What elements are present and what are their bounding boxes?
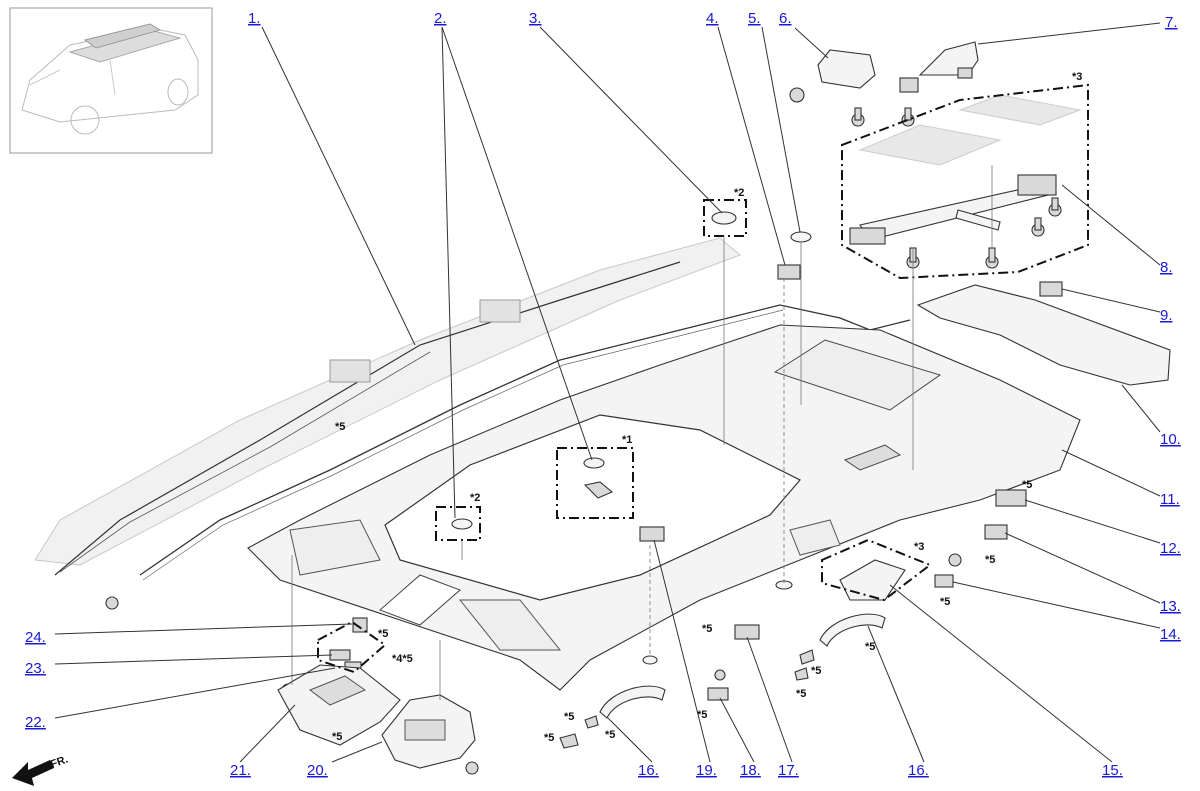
note-star-5-12: *5	[1022, 479, 1032, 491]
note-star-5-14: *5	[940, 596, 950, 608]
callout-7[interactable]: 7.	[1165, 14, 1178, 31]
callout-18[interactable]: 18.	[740, 762, 761, 779]
assist-grip-rear	[819, 613, 886, 647]
curtain-airbag-ghost	[34, 237, 741, 576]
callout-6[interactable]: 6.	[779, 10, 792, 27]
note-star-5-19: *5	[697, 709, 707, 721]
callout-1[interactable]: 1.	[248, 10, 261, 27]
note-star-5-16b: *5	[865, 641, 875, 653]
group-boxes	[317, 83, 1089, 674]
rear-room-lamp	[839, 559, 906, 601]
callout-13[interactable]: 13.	[1160, 598, 1181, 615]
callout-16-rear[interactable]: 16.	[908, 762, 929, 779]
note-star-1: *1	[622, 434, 632, 446]
callout-19[interactable]: 19.	[696, 762, 717, 779]
note-star-5-16a-c: *5	[605, 729, 615, 741]
clip-9	[1039, 281, 1063, 297]
note-star-5-clip-a: *5	[811, 665, 821, 677]
roof-headliner	[247, 324, 1081, 691]
callout-11[interactable]: 11.	[1160, 491, 1180, 508]
callout-17[interactable]: 17.	[778, 762, 799, 779]
leader-lines	[54, 22, 1161, 763]
callout-4[interactable]: 4.	[706, 10, 719, 27]
callout-16-front[interactable]: 16.	[638, 762, 659, 779]
callout-5[interactable]: 5.	[748, 10, 761, 27]
callout-22[interactable]: 22.	[25, 714, 46, 731]
note-star-2-left: *2	[470, 492, 480, 504]
callout-15[interactable]: 15.	[1102, 762, 1123, 779]
note-star-5-clip-b: *5	[796, 688, 806, 700]
front-direction-arrow: FR.	[12, 753, 70, 786]
note-star-45-23: *4*5	[392, 653, 413, 665]
front-direction-label: FR.	[49, 753, 70, 770]
note-star-5-13: *5	[985, 554, 995, 566]
vehicle-locator-thumbnail	[9, 7, 213, 154]
note-markers: *2 *1 *2 *3 *3 *5 *5 *5 *5 *5 *5 *5 *5 *…	[332, 71, 1082, 744]
callout-2[interactable]: 2.	[434, 10, 447, 27]
callout-23[interactable]: 23.	[25, 660, 46, 677]
antenna-amplifier	[817, 49, 876, 89]
note-star-5-airbag: *5	[335, 421, 345, 433]
callout-14[interactable]: 14.	[1160, 626, 1181, 643]
callouts: 1. 2. 3. 4. 5. 6. 7. 8. 9. 10. 11. 12. 1…	[25, 10, 1181, 779]
callout-3[interactable]: 3.	[529, 10, 542, 27]
note-star-5-16a-b: *5	[544, 732, 554, 744]
callout-9[interactable]: 9.	[1160, 307, 1173, 324]
callout-8[interactable]: 8.	[1160, 259, 1173, 276]
sun-visor	[277, 664, 401, 746]
bolts	[105, 87, 1062, 775]
note-star-3-lamp: *3	[914, 541, 924, 553]
wire-harness	[139, 304, 911, 576]
callout-10[interactable]: 10.	[1160, 431, 1181, 448]
note-star-2-top: *2	[734, 187, 744, 199]
note-star-3-bracket: *3	[1072, 71, 1082, 83]
note-star-5-17: *5	[702, 623, 712, 635]
callout-20[interactable]: 20.	[307, 762, 328, 779]
callout-21[interactable]: 21.	[230, 762, 251, 779]
assist-grip-front	[599, 685, 666, 719]
note-star-5-20: *5	[332, 731, 342, 743]
callout-12[interactable]: 12.	[1160, 540, 1181, 557]
guide-lines	[291, 165, 993, 700]
roof-bracket-assembly	[849, 94, 1082, 245]
roof-side-rail-trim	[916, 284, 1171, 386]
note-star-5-24: *5	[378, 628, 388, 640]
callout-24[interactable]: 24.	[25, 629, 46, 646]
note-star-5-16a-a: *5	[564, 711, 574, 723]
